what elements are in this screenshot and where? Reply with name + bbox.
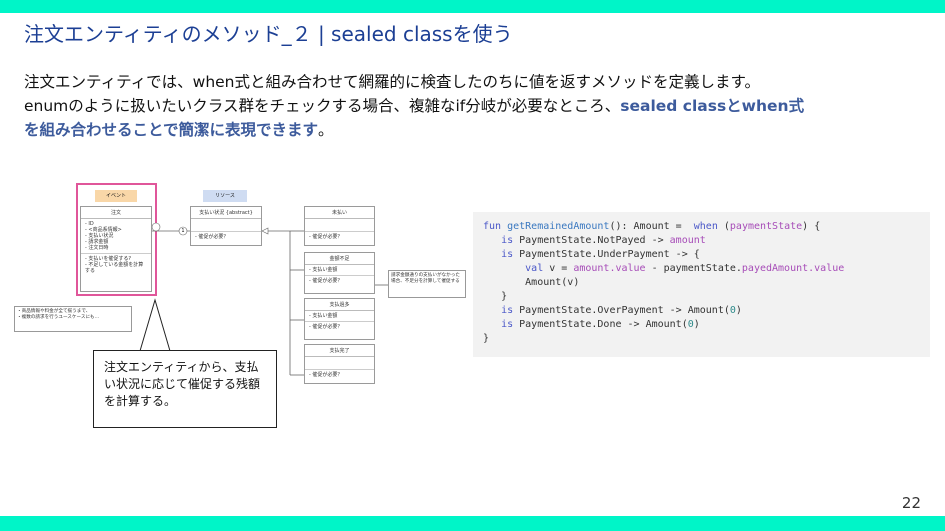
not-payed-header: 未払い (305, 207, 374, 219)
bottom-accent-bar (0, 516, 945, 531)
done-header: 支払完了 (305, 345, 374, 357)
event-tag: イベント (105, 193, 126, 199)
top-accent-bar (0, 0, 945, 13)
not-payed-class-box: 未払い - 催促が必要？ (304, 206, 375, 246)
under-payment-method: - 催促が必要？ (309, 278, 343, 284)
over-payment-field: - 支払い金額 (305, 311, 374, 322)
order-method: - 不足している金額を計算する (85, 262, 144, 274)
slide-body: 注文エンティティでは、when式と組み合わせて網羅的に検査したのちに値を返すメソ… (24, 70, 924, 142)
under-payment-field: - 支払い金額 (305, 265, 374, 276)
kotlin-code-block: fun getRemainedAmount(): Amount = when (… (473, 212, 930, 357)
body-line-2: enumのように扱いたいクラス群をチェックする場合、複雑なif分岐が必要なところ… (24, 94, 924, 118)
under-payment-class-box: 金額不足 - 支払い金額 - 催促が必要？ (304, 252, 375, 294)
body-line-2-plain: enumのように扱いたいクラス群をチェックする場合、複雑なif分岐が必要なところ… (24, 97, 621, 115)
body-line-3-tail: 。 (318, 121, 334, 139)
order-field: - 注文日時 (85, 245, 109, 251)
order-class-fields: - ID - <商品系情報> - 支払い状況 - 請求金額 - 注文日時 (81, 219, 151, 254)
under-payment-header: 金額不足 (305, 253, 374, 265)
diagram-callout: 注文エンティティから、支払い状況に応じて催促する残額を計算する。 (93, 350, 277, 428)
resource-tag-bg (203, 190, 247, 202)
over-payment-method: - 催促が必要？ (309, 324, 343, 330)
payment-state-class-box: 支払い状況 {abstract} - 催促が必要？ (190, 206, 262, 246)
order-field: - 請求金額 (85, 239, 109, 245)
not-payed-method: - 催促が必要？ (309, 234, 343, 240)
slide-title: 注文エンティティのメソッド_２ | sealed classを使う (24, 22, 513, 46)
order-field: - 支払い状況 (85, 233, 114, 239)
event-tag-bg (95, 190, 137, 202)
over-payment-header: 支払過多 (305, 299, 374, 311)
body-line-1: 注文エンティティでは、when式と組み合わせて網羅的に検査したのちに値を返すメソ… (24, 73, 760, 91)
right-diagram-note: 請求金額通りの支払いがなかった場合、不足分を計算して催促する (388, 270, 466, 298)
order-field: - ID (85, 221, 94, 227)
order-highlight-frame (76, 183, 157, 296)
left-diagram-note: ・商品情報や料金が全て揃うまで、 ・複数の請求を行うユースケースにも… (14, 306, 132, 332)
body-line-3: を組み合わせることで簡潔に表現できます。 (24, 118, 924, 142)
order-field: - <商品系情報> (85, 227, 122, 233)
page-number: 22 (901, 494, 921, 512)
order-class-box: 注文 - ID - <商品系情報> - 支払い状況 - 請求金額 - 注文日時 … (80, 206, 152, 292)
resource-tag: リソース (215, 193, 235, 199)
order-class-methods: - 支払いを催促する? - 不足している金額を計算する (81, 254, 151, 276)
payment-state-header: 支払い状況 {abstract} (191, 207, 261, 219)
done-class-box: 支払完了 - 催促が必要？ (304, 344, 375, 384)
body-line-3-emphasis: を組み合わせることで簡潔に表現できます (24, 121, 319, 139)
multiplicity-label: 1 (181, 228, 185, 234)
order-class-header: 注文 (81, 207, 151, 219)
done-method: - 催促が必要？ (309, 372, 343, 378)
order-method: - 支払いを催促する? (85, 256, 132, 262)
payment-state-method: - 催促が必要？ (195, 234, 229, 240)
over-payment-class-box: 支払過多 - 支払い金額 - 催促が必要？ (304, 298, 375, 340)
body-line-2-emphasis: sealed classとwhen式 (620, 97, 805, 115)
